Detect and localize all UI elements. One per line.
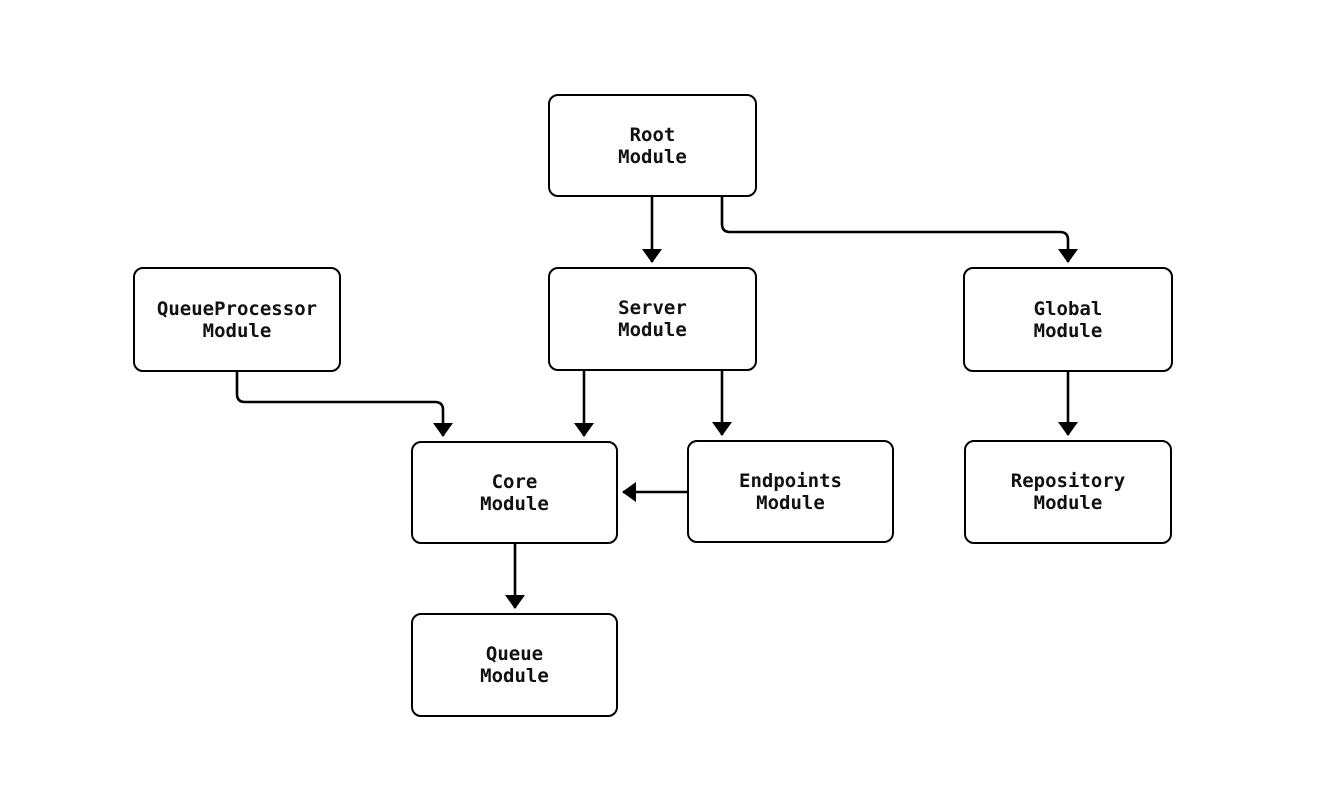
edge-root-global (720, 197, 1078, 263)
node-label: Module (1033, 492, 1103, 514)
node-root-module: Root Module (548, 94, 757, 197)
node-queue-module: Queue Module (411, 613, 618, 717)
edge-queueproc-core (235, 372, 453, 437)
node-label: QueueProcessor (156, 297, 318, 320)
node-label: Endpoints (739, 469, 842, 492)
node-label: Repository (1010, 470, 1126, 492)
node-endpoints-module: Endpoints Module (687, 440, 894, 543)
node-label: Module (618, 145, 687, 168)
node-label: Module (202, 319, 272, 342)
node-label: Root (629, 123, 676, 146)
node-label: Module (618, 319, 687, 341)
node-label: Server (618, 297, 687, 319)
node-label: Global (1033, 297, 1103, 320)
node-queueprocessor-module: QueueProcessor Module (133, 267, 341, 372)
node-label: Queue (485, 643, 544, 665)
node-label: Core (491, 470, 538, 493)
node-label: Module (756, 491, 825, 514)
node-label: Module (480, 665, 549, 687)
node-label: Module (480, 492, 549, 515)
node-repository-module: Repository Module (964, 440, 1172, 544)
node-server-module: Server Module (548, 267, 757, 371)
node-core-module: Core Module (411, 441, 618, 544)
node-label: Module (1033, 319, 1103, 342)
node-global-module: Global Module (963, 267, 1173, 372)
